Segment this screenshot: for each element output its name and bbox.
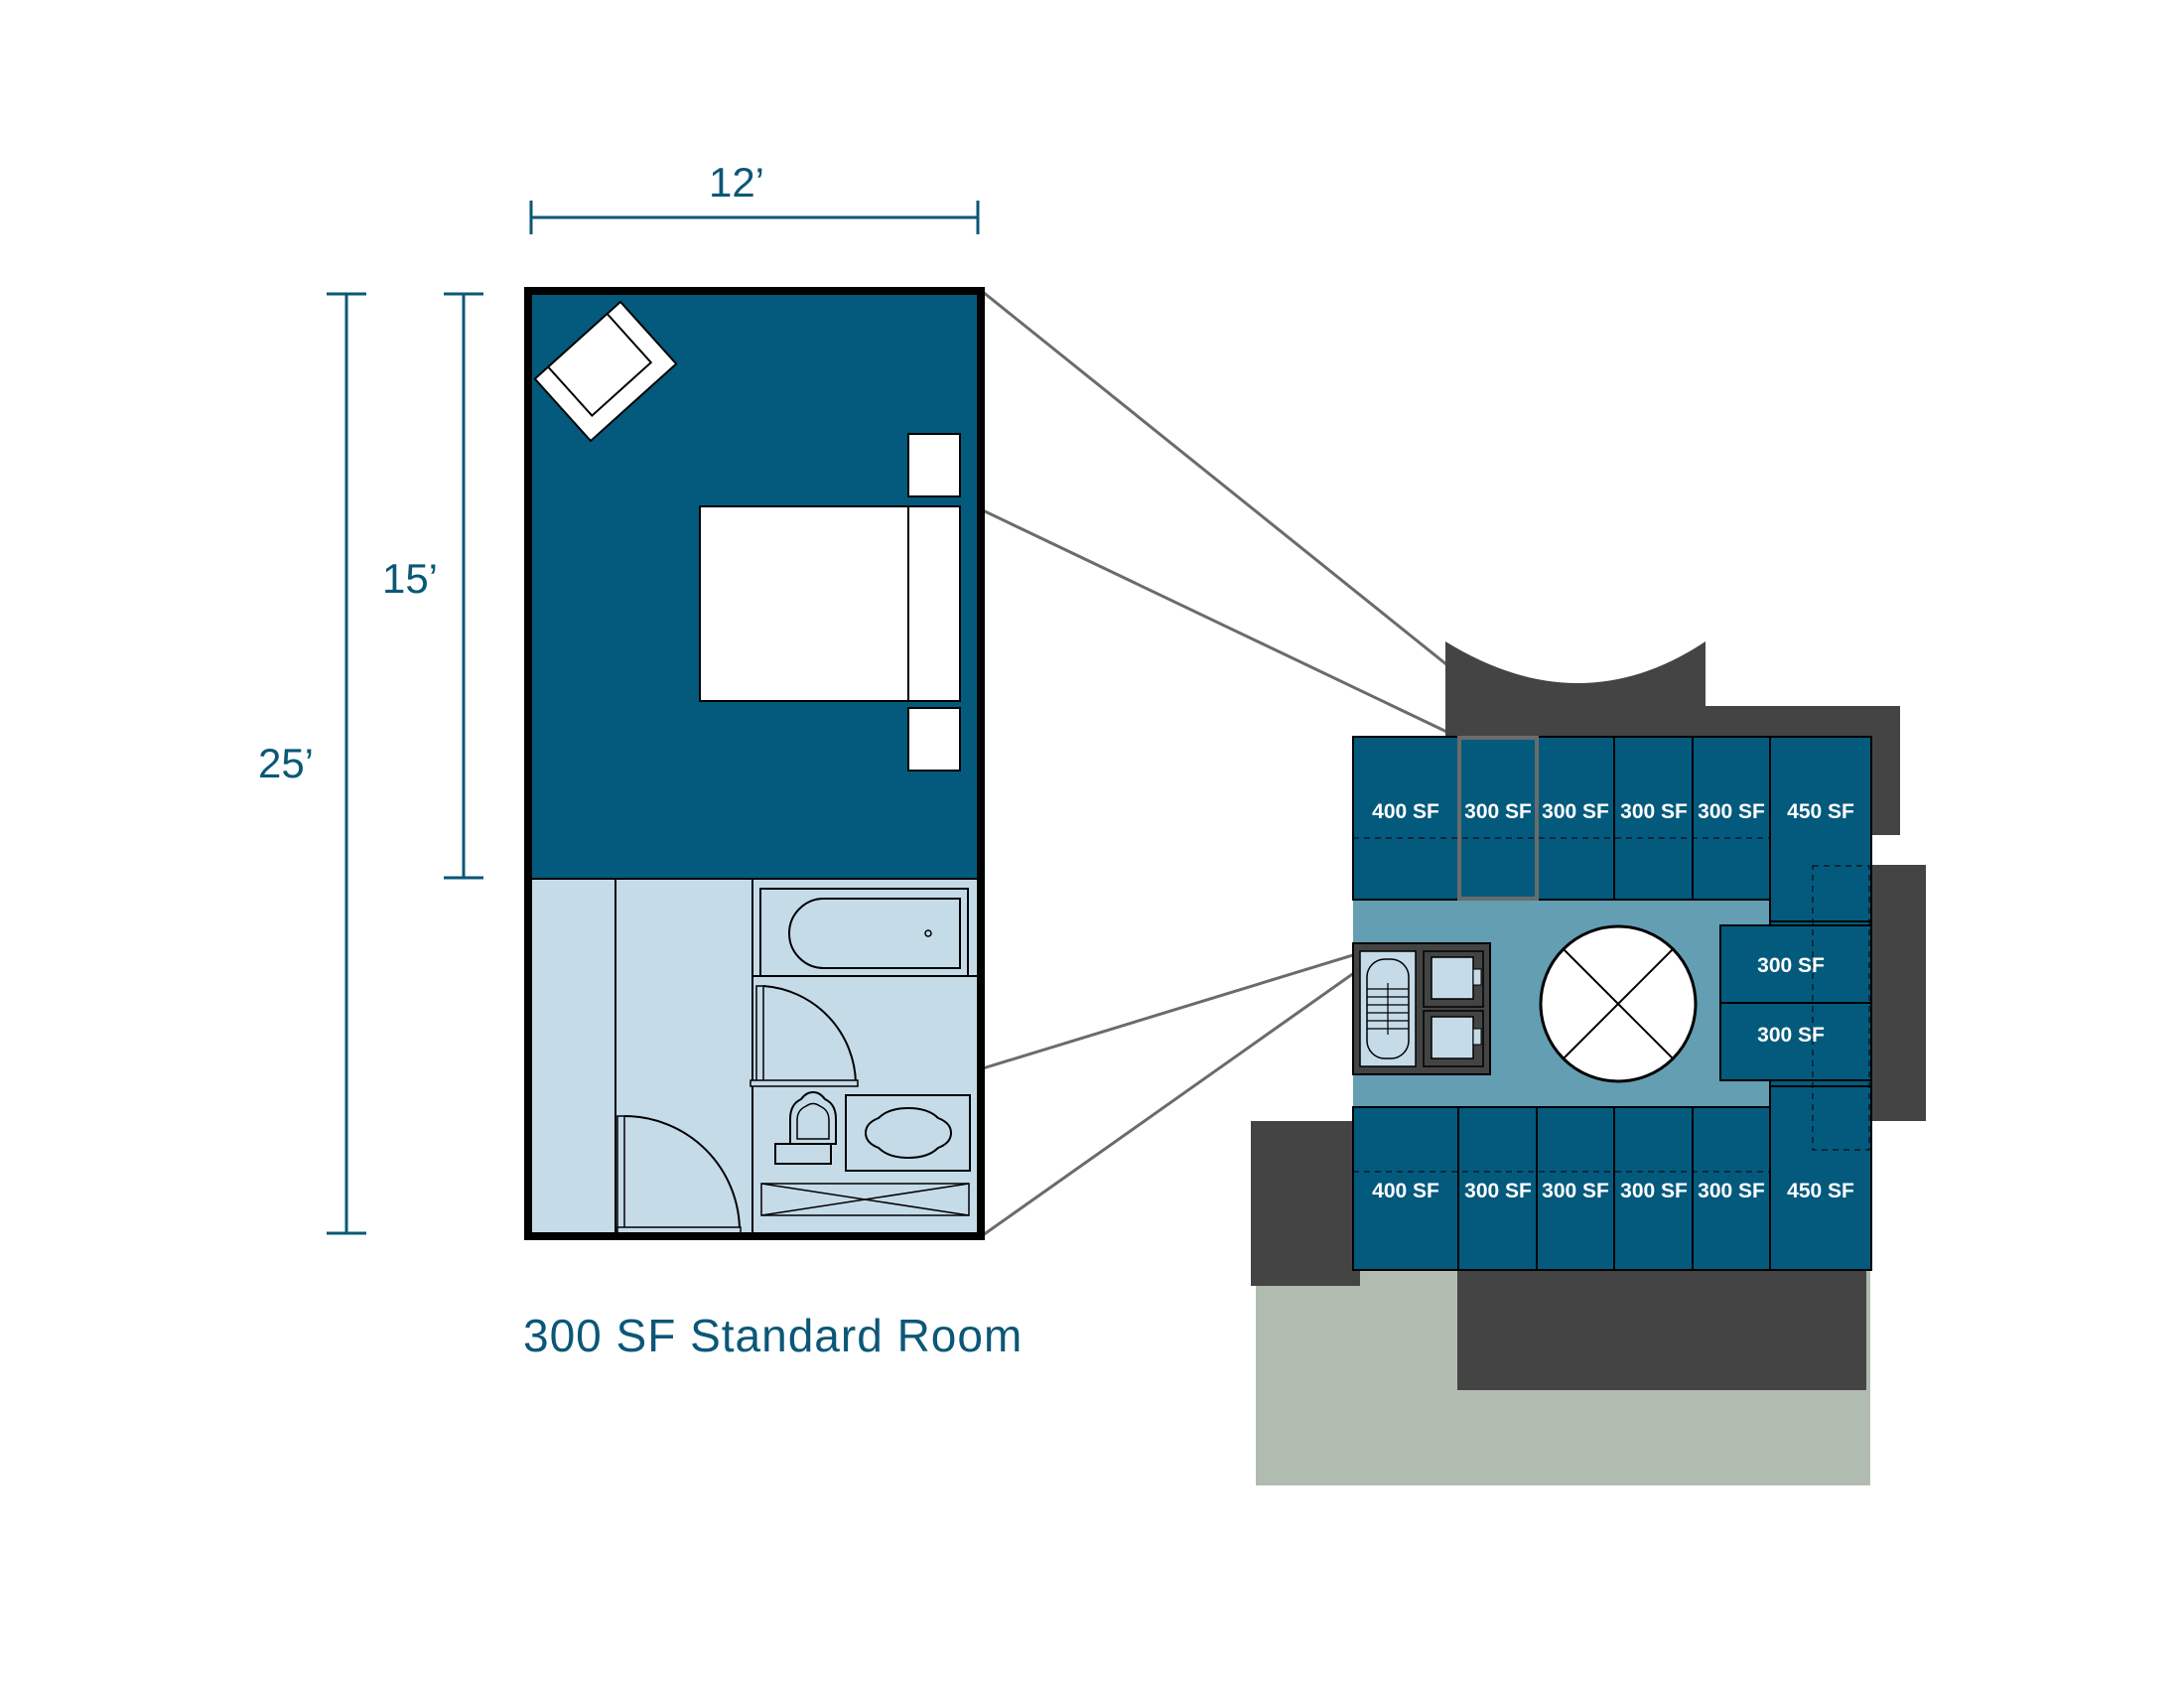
unit-label: 400 SF xyxy=(1372,800,1439,823)
unit-label: 400 SF xyxy=(1372,1180,1439,1202)
unit-label: 300 SF xyxy=(1464,1180,1532,1202)
total-depth-label: 25’ xyxy=(258,740,314,786)
bottom-unit-row xyxy=(1352,1085,1872,1271)
standard-room-plan xyxy=(524,287,985,1240)
unit-label: 300 SF xyxy=(1620,800,1688,823)
highlighted-room xyxy=(1457,736,1539,901)
closet xyxy=(760,1183,970,1216)
unit-label: 300 SF xyxy=(1757,1024,1825,1047)
unit-label: 300 SF xyxy=(1698,800,1765,823)
bathroom-inner-door xyxy=(750,985,859,1087)
vanity-sink xyxy=(845,1094,971,1172)
unit-label: 300 SF xyxy=(1542,800,1609,823)
building-mass-left xyxy=(1251,1121,1360,1286)
top-unit-row xyxy=(1352,736,1872,922)
unit-label: 300 SF xyxy=(1757,954,1825,977)
unit-label: 300 SF xyxy=(1464,800,1532,823)
unit-label: 300 SF xyxy=(1542,1180,1609,1202)
stair-elevator-core xyxy=(1352,942,1491,1075)
unit-label: 300 SF xyxy=(1698,1180,1765,1202)
bedroom-depth-dimension xyxy=(444,292,483,880)
building-mass-right xyxy=(1869,865,1926,1121)
unit-label: 450 SF xyxy=(1787,1180,1854,1202)
unit-label: 300 SF xyxy=(1620,1180,1688,1202)
bedroom-depth-label: 15’ xyxy=(382,555,438,602)
room-caption: 300 SF Standard Room xyxy=(523,1310,1023,1361)
nightstand-top xyxy=(907,433,961,497)
side-unit-column xyxy=(1719,920,1872,1087)
bed xyxy=(699,505,961,702)
unit-label: 450 SF xyxy=(1787,800,1854,823)
dashed-guides xyxy=(1353,837,1870,1173)
total-depth-dimension xyxy=(327,292,366,1235)
room-outline xyxy=(524,287,985,1240)
curved-canopy xyxy=(1445,641,1706,737)
nightstand-bottom xyxy=(907,707,961,772)
armchair xyxy=(533,300,678,443)
floor-plan: 400 SF 300 SF 300 SF 300 SF 300 SF 450 S… xyxy=(1251,641,1926,1485)
toilet xyxy=(774,1090,837,1165)
width-label: 12’ xyxy=(709,159,764,206)
atrium xyxy=(1539,924,1698,1083)
width-dimension xyxy=(529,201,980,234)
building-mass-bottom xyxy=(1457,1259,1866,1390)
bathtub xyxy=(752,888,978,977)
